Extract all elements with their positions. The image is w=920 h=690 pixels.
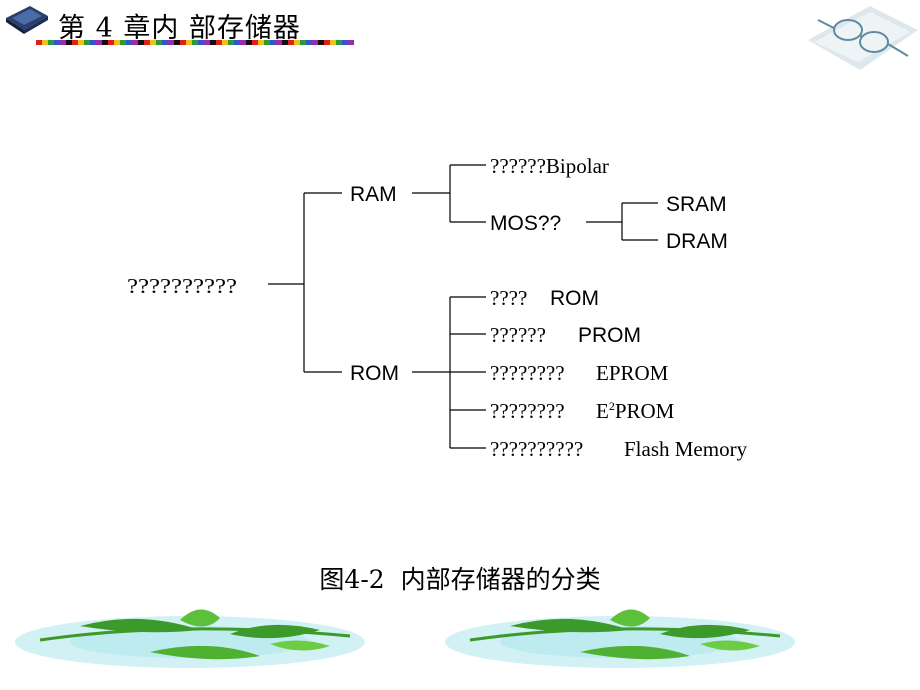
memory-classification-tree: ?????????? RAM ??????Bipolar MOS?? SRAM … — [127, 154, 748, 461]
e2prom-name-sup: 2 — [609, 399, 615, 413]
eprom-item-prefix: ???????? — [490, 361, 565, 385]
e2prom-item-prefix: ???????? — [490, 399, 565, 423]
rom-label: ROM — [350, 362, 399, 385]
flash-item-prefix: ?????????? — [490, 437, 583, 461]
figure-caption: 图4-2 内部存储器的分类 — [319, 565, 601, 594]
flash-item-name: Flash Memory — [624, 437, 748, 461]
rom-item-name: ROM — [550, 287, 599, 310]
leaf-cluster-right — [445, 609, 795, 668]
e2prom-item-name: E2PROM — [596, 399, 675, 423]
ram-label: RAM — [350, 183, 397, 206]
e2prom-name-base: E — [596, 399, 609, 423]
bipolar-label: ??????Bipolar — [490, 154, 609, 178]
connector-lines — [268, 164, 658, 449]
rom-item-prefix: ???? — [490, 286, 527, 310]
sram-label: SRAM — [666, 193, 727, 216]
leaf-cluster-left — [15, 609, 365, 668]
glasses-illustration — [808, 6, 918, 70]
chapter-title: 第 4 章内 部存储器 — [58, 13, 301, 44]
mos-label: MOS?? — [490, 212, 561, 235]
root-label: ?????????? — [127, 274, 237, 298]
leaf-decoration — [15, 609, 795, 668]
chip-icon — [6, 6, 48, 34]
dram-label: DRAM — [666, 230, 728, 253]
prom-item-name: PROM — [578, 324, 641, 347]
e2prom-name-rest: PROM — [615, 399, 675, 423]
color-strip — [36, 40, 354, 45]
slide-header: 第 4 章内 部存储器 — [0, 0, 360, 48]
eprom-item-name: EPROM — [596, 361, 669, 385]
prom-item-prefix: ?????? — [490, 323, 546, 347]
